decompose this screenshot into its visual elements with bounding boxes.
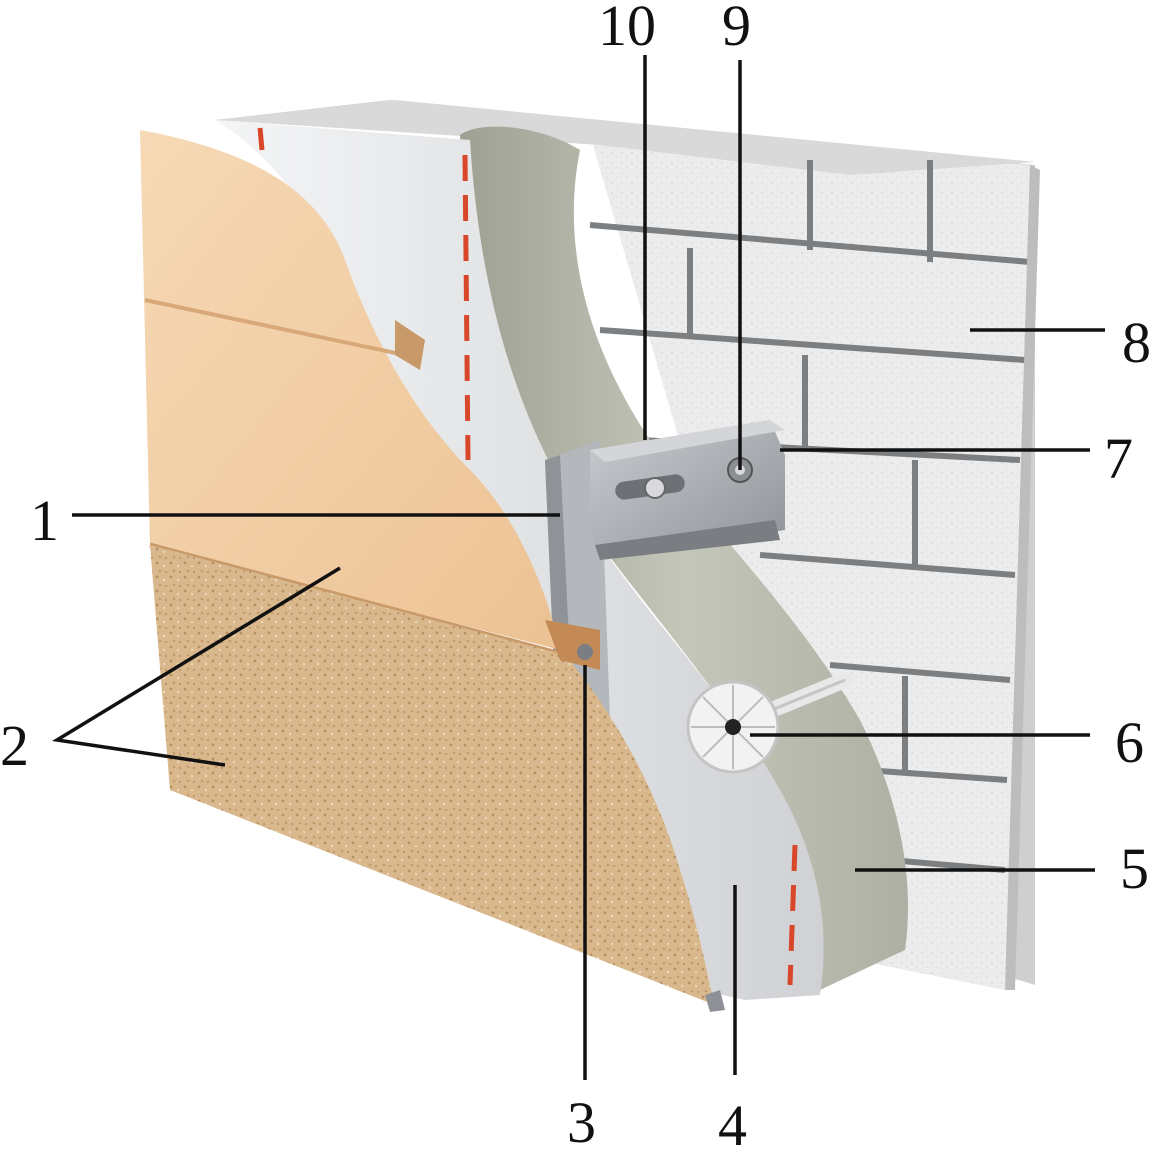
callout-4: 4 [718, 1093, 747, 1149]
fastener-clip [545, 620, 725, 1012]
callout-5: 5 [1120, 836, 1149, 901]
callout-7: 7 [1104, 426, 1133, 491]
leader-lines [51, 55, 1105, 1080]
callout-8: 8 [1122, 310, 1151, 375]
callout-3: 3 [567, 1090, 596, 1149]
callout-9: 9 [722, 0, 751, 58]
wall-bracket [590, 420, 785, 560]
insulation-dowel [686, 672, 853, 774]
callout-1: 1 [30, 488, 59, 553]
callout-6: 6 [1115, 710, 1144, 775]
plaster-finish [150, 545, 715, 1005]
insulation-layer [460, 126, 908, 990]
callout-10: 10 [598, 0, 656, 58]
callout-2: 2 [0, 713, 29, 778]
